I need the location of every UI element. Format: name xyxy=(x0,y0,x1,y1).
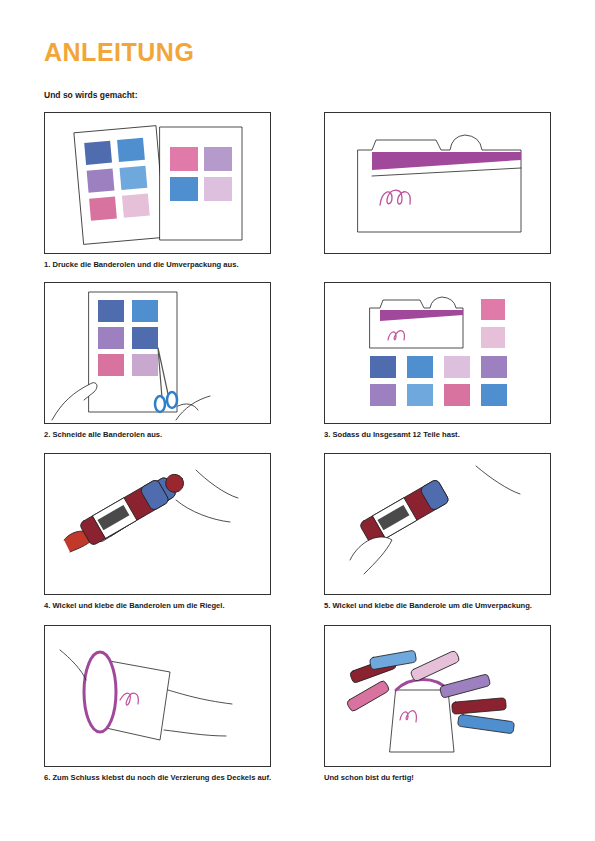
panel-frame xyxy=(44,282,271,424)
step-panel: Und schon bist du fertig! xyxy=(324,625,551,782)
panel-frame xyxy=(44,625,271,767)
step-panel: 5. Wickel und klebe die Banderole um die… xyxy=(324,453,551,610)
step-caption: 2. Schneide alle Banderolen aus. xyxy=(44,430,271,439)
step-panel: 1. Drucke die Banderolen und die Umverpa… xyxy=(44,112,271,269)
panel-frame xyxy=(324,112,551,254)
panel-frame xyxy=(324,453,551,595)
step-panel xyxy=(324,112,551,254)
step-caption: 3. Sodass du Insgesamt 12 Teile hast. xyxy=(324,430,551,439)
page-title: ANLEITUNG xyxy=(44,38,194,67)
step-panel: 4. Wickel und klebe die Banderolen um di… xyxy=(44,453,271,610)
panel-frame xyxy=(324,282,551,424)
step-panel: 6. Zum Schluss klebst du noch die Verzie… xyxy=(44,625,271,782)
panel-frame xyxy=(44,453,271,595)
step-caption: Und schon bist du fertig! xyxy=(324,773,551,782)
panel-frame xyxy=(324,625,551,767)
panel-frame xyxy=(44,112,271,254)
step-panel: 2. Schneide alle Banderolen aus. xyxy=(44,282,271,439)
step-panel: 3. Sodass du Insgesamt 12 Teile hast. xyxy=(324,282,551,439)
intro-text: Und so wirds gemacht: xyxy=(44,90,138,100)
step-caption: 1. Drucke die Banderolen und die Umverpa… xyxy=(44,260,271,269)
step-caption: 4. Wickel und klebe die Banderolen um di… xyxy=(44,601,271,610)
step-caption: 6. Zum Schluss klebst du noch die Verzie… xyxy=(44,773,271,782)
step-caption: 5. Wickel und klebe die Banderole um die… xyxy=(324,601,551,610)
